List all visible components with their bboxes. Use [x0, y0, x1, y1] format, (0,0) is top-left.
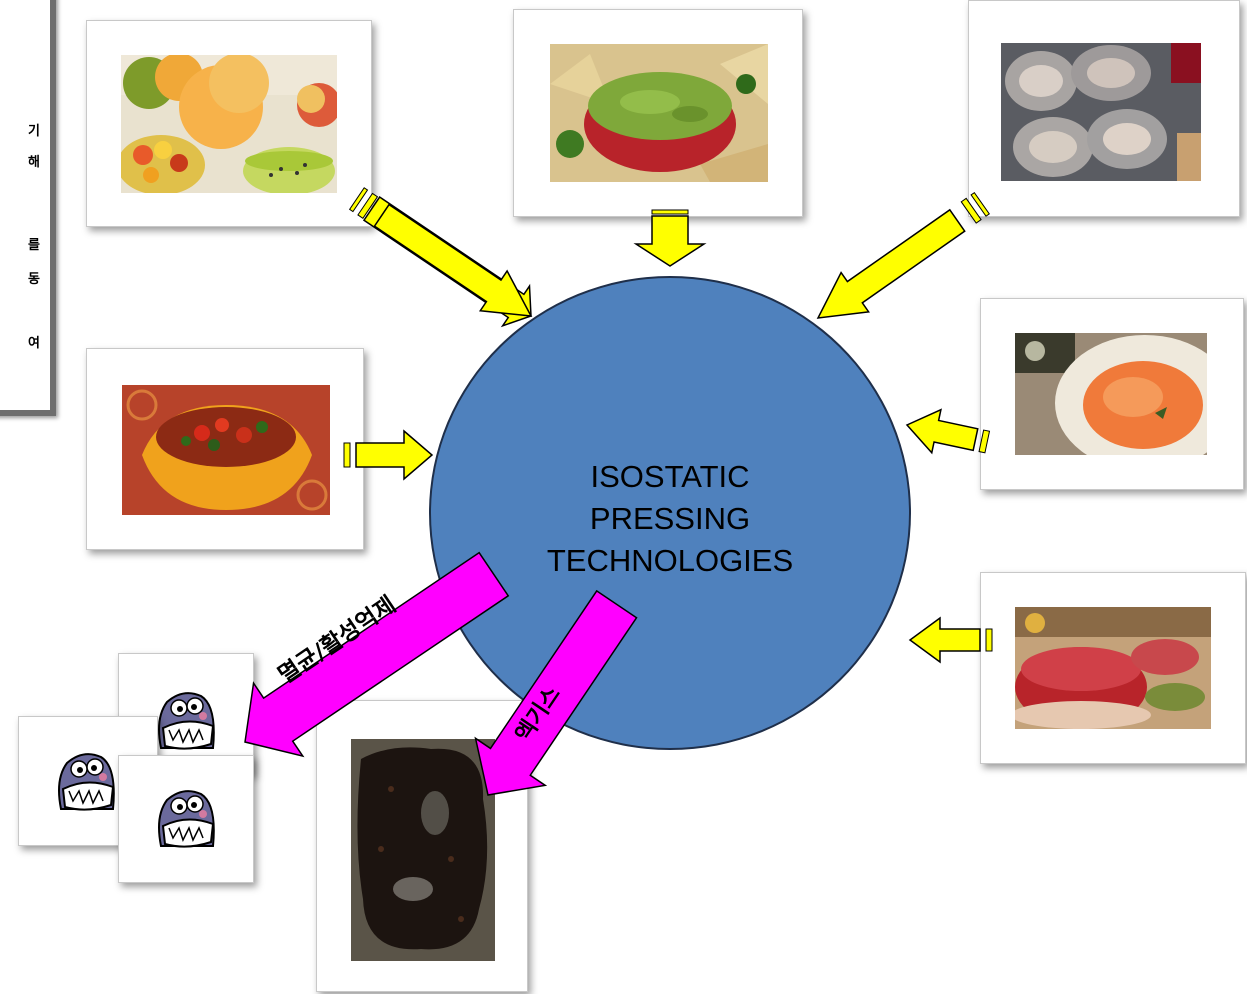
- input-arrow-guacamole: [633, 209, 707, 267]
- oysters-photo: [1001, 43, 1201, 181]
- germ-cartoon-icon: [153, 688, 219, 752]
- salsa-photo-frame: [86, 348, 364, 550]
- input-arrow-salmon: [905, 408, 991, 455]
- side-note-line: 기: [28, 124, 40, 139]
- germ-cartoon-icon: [53, 749, 119, 813]
- center-label: ISOSTATIC PRESSING TECHNOLOGIES: [546, 459, 794, 578]
- side-note-panel: 기 해 를 동 여: [0, 0, 56, 416]
- side-note-line: 를: [28, 238, 40, 253]
- ham-photo: [1015, 607, 1211, 729]
- side-note-line: 여: [28, 336, 40, 351]
- salsa-photo: [122, 385, 330, 515]
- germ-cartoon-icon: [153, 786, 219, 850]
- salmon-photo-frame: [980, 298, 1244, 490]
- fruit-photo: [121, 55, 337, 193]
- extract-photo-frame: [316, 700, 528, 992]
- side-note-line: 동: [28, 272, 40, 287]
- guacamole-photo: [550, 44, 768, 182]
- ham-photo-frame: [980, 572, 1246, 764]
- side-note-line: 해: [28, 155, 40, 170]
- guacamole-photo-frame: [513, 9, 803, 217]
- fruit-photo-frame: [86, 20, 372, 227]
- sterilization-label: 멸균/활성억제: [273, 591, 401, 690]
- input-arrow-oysters: [816, 191, 990, 319]
- oysters-photo-frame: [968, 0, 1240, 217]
- salmon-photo: [1015, 333, 1207, 455]
- center-circle: ISOSTATIC PRESSING TECHNOLOGIES: [429, 276, 911, 750]
- germ-card-front: [118, 755, 254, 883]
- extract-photo: [351, 739, 495, 961]
